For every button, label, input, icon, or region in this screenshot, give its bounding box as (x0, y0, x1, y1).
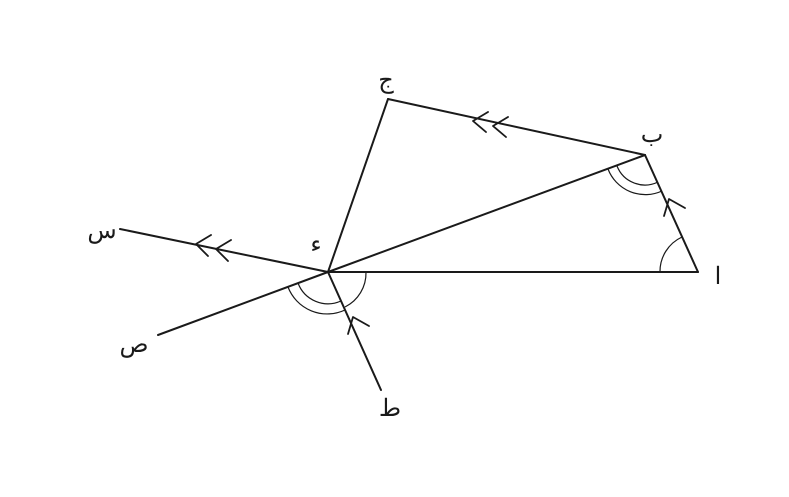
segment-jeem-dal (327, 98, 389, 273)
label-point-seen: س (87, 216, 116, 244)
angle-arc-dal-right (344, 271, 367, 308)
label-point-sad: ص (119, 330, 148, 358)
segment-dal-sad (157, 271, 329, 336)
arrow-mark-tah-dal (347, 316, 370, 335)
segment-beh-jeem (387, 98, 646, 156)
angle-arc-beh-inner (616, 165, 659, 186)
angle-arc-dal-inner (297, 282, 342, 305)
label-point-alef: ا (715, 262, 722, 290)
segment-tah-dal (327, 271, 382, 391)
ray-dal-seen (119, 228, 329, 273)
angle-arc-beh-outer (607, 168, 663, 196)
angle-arc-dal-outer (287, 286, 346, 315)
label-point-jeem: ج (378, 66, 394, 94)
double-arrow-mark-beh-jeem (472, 111, 509, 138)
double-arrow-mark-dal-seen (195, 234, 232, 262)
angle-arc-alef (659, 236, 683, 273)
arrow-mark-alef-beh (663, 198, 686, 217)
segment-beh-dal (327, 154, 646, 273)
label-point-dal: ء (310, 230, 321, 258)
label-point-beh: ب (641, 120, 664, 148)
segment-alef-beh (644, 154, 699, 273)
label-point-tah: ط (379, 394, 401, 422)
